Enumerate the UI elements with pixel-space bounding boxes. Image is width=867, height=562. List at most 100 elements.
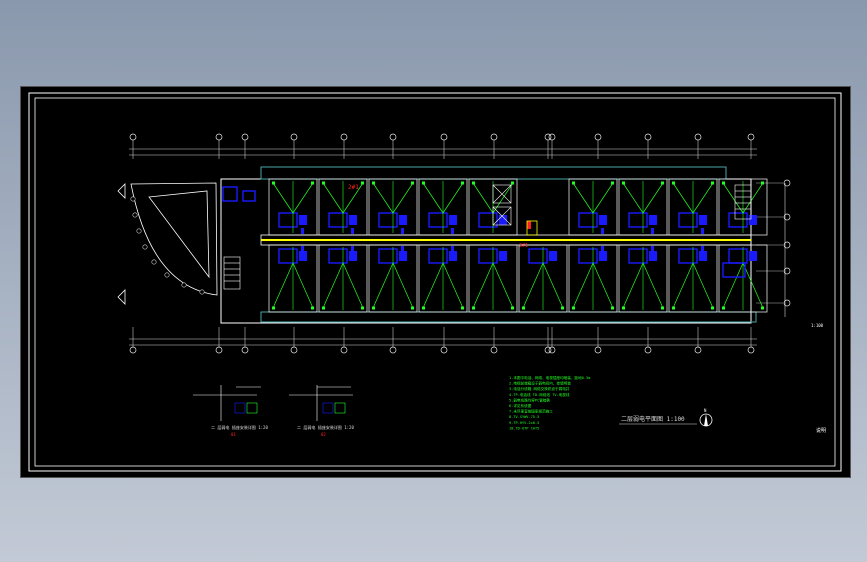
fixture-block — [649, 215, 657, 225]
outlet-icon — [711, 306, 714, 310]
wire — [722, 182, 744, 214]
wire — [742, 262, 764, 309]
grid-bubble-top — [129, 133, 137, 141]
legend-line: 8.TV-SYWV-75-5 — [509, 415, 539, 419]
plan-title: 二层弱电平面图 1:100 — [621, 415, 685, 423]
wire — [272, 262, 294, 309]
bath-unit — [278, 248, 298, 264]
conduit — [601, 228, 604, 234]
bath-unit — [628, 248, 648, 264]
outlet-icon — [672, 181, 675, 185]
conduit — [701, 228, 704, 234]
outlet-icon — [661, 181, 664, 185]
outlet-icon — [622, 306, 625, 310]
outlet-icon — [761, 181, 764, 185]
grid-bubble-top — [440, 133, 448, 141]
bath-unit — [428, 212, 448, 228]
stair-west — [223, 256, 241, 290]
grid-bubble-bottom — [490, 346, 498, 354]
outlet-icon — [622, 181, 625, 185]
wire — [392, 262, 414, 309]
outlet-icon — [322, 181, 325, 185]
wire — [572, 182, 594, 214]
legend-line: 3.电话分线箱 网络交换机设于弱电井 — [509, 386, 570, 391]
outlet-icon — [422, 306, 425, 310]
floor-plan-drawing: 2#1 2#1 二层弱电平面图 1:100 N 说明 1:100 1.本图中电话… — [28, 92, 842, 472]
outlet-icon — [672, 306, 675, 310]
outlet-icon — [461, 181, 464, 185]
outlet-icon — [561, 306, 564, 310]
bath-unit — [328, 212, 348, 228]
conduit — [651, 246, 654, 252]
room — [268, 244, 318, 313]
legend-line: 2.电视前端箱设于弱电间内，挂墙明装 — [509, 381, 571, 386]
bath-unit — [628, 212, 648, 228]
legend-line: 6.详见系统图 — [509, 403, 532, 408]
outlet-icon — [572, 181, 575, 185]
wire — [342, 182, 364, 214]
fixture-block — [699, 251, 707, 261]
grid-bubble-top — [694, 133, 702, 141]
conduit — [701, 246, 704, 252]
fixture-block — [399, 215, 407, 225]
room — [268, 178, 318, 236]
wire — [742, 182, 764, 214]
room — [468, 178, 518, 236]
socket-detail-2 — [289, 385, 353, 421]
room — [418, 244, 468, 313]
conduit — [401, 228, 404, 234]
conduit — [301, 228, 304, 234]
conduit — [301, 246, 304, 252]
wire — [642, 262, 664, 309]
wire — [592, 262, 614, 309]
room — [368, 244, 418, 313]
grid-bubble-bottom — [129, 346, 137, 354]
rooms-layer — [222, 178, 768, 313]
outlet-icon — [661, 306, 664, 310]
wire — [572, 262, 594, 309]
fixture-block — [749, 251, 757, 261]
grid-bubble-side — [783, 213, 791, 221]
cad-viewport[interactable]: 2#1 2#1 二层弱电平面图 1:100 N 说明 1:100 1.本图中电话… — [20, 86, 851, 478]
wire — [522, 262, 544, 309]
outlet-icon — [311, 181, 314, 185]
outer-frame — [28, 92, 842, 472]
wire — [442, 262, 464, 309]
outlet-icon — [411, 181, 414, 185]
bath-unit — [678, 212, 698, 228]
wire — [342, 262, 364, 309]
room — [568, 244, 618, 313]
outlet-icon — [572, 306, 575, 310]
outlet-icon — [361, 306, 364, 310]
corner-note: 说明 — [816, 427, 826, 434]
bath-unit — [728, 212, 748, 228]
outlet-icon — [361, 181, 364, 185]
grid-bubble-top — [644, 133, 652, 141]
bath-unit — [578, 248, 598, 264]
grid-bubble-top — [747, 133, 755, 141]
fixture-block — [299, 215, 307, 225]
outlet-icon — [722, 306, 725, 310]
bath-unit — [378, 212, 398, 228]
wire — [672, 182, 694, 214]
fixture-block — [449, 251, 457, 261]
room — [668, 244, 718, 313]
grid-bubble-top — [594, 133, 602, 141]
grid-bubble-side — [783, 267, 791, 275]
wire — [672, 262, 694, 309]
legend-line: 4.TP-电话线 TD-网络线 TV-电视线 — [509, 392, 570, 397]
room — [318, 244, 368, 313]
outlet-icon — [711, 181, 714, 185]
grid-bubble-bottom — [644, 346, 652, 354]
red-room-tag: 2#1 — [348, 184, 359, 191]
outlet-icon — [722, 181, 725, 185]
room — [568, 178, 618, 236]
core-fixture — [242, 190, 256, 202]
wing-columns — [130, 196, 205, 295]
conduit — [451, 228, 454, 234]
grid-bubble-bottom — [241, 346, 249, 354]
fixture-block — [599, 215, 607, 225]
legend-line: 1.本图中电话、网络、电视插座均暗装，距地0.3m — [509, 375, 590, 380]
fixture-block — [699, 215, 707, 225]
outlet-icon — [611, 181, 614, 185]
